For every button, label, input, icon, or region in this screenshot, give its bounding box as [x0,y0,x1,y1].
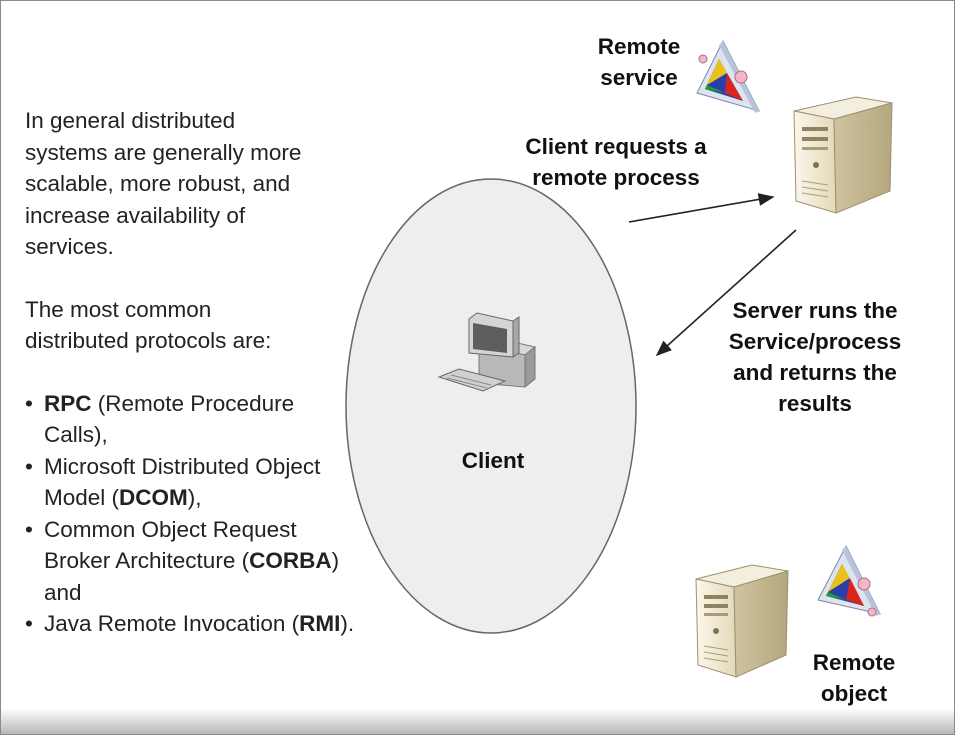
request-arrow [628,193,775,223]
remote-service-label: Remote service [597,34,681,90]
bottom-shadow [1,708,954,734]
response-arrow [655,229,797,357]
remote-service-prism-icon [696,39,760,113]
intro-line: In general distributed [25,108,236,133]
intro-line: scalable, more robust, and [25,171,291,196]
server-icon [695,564,789,678]
server-icon [793,96,893,214]
remote-object-prism-icon [817,544,881,617]
protocol-item-rmi: Java Remote Invocation (RMI). [25,608,355,640]
intro-line: increase availability of [25,202,246,228]
client-computer-icon [437,312,537,392]
client-label: Client [461,448,525,473]
protocol-list: RPC (Remote Procedure Calls), Microsoft … [25,388,355,640]
server-runs-label: Server runs the Service/process and retu… [728,298,902,416]
client-requests-label: Client requests a remote process [525,134,707,190]
protocols-intro-line: The most common [25,296,212,322]
protocols-intro-line: distributed protocols are: [25,328,272,353]
remote-object-label: Remote object [812,650,896,706]
client-ellipse [345,178,637,634]
protocol-item-rpc: RPC (Remote Procedure Calls), [25,388,355,451]
intro-line: systems are generally more [25,139,302,165]
protocol-item-dcom: Microsoft Distributed Object Model (DCOM… [25,451,355,514]
intro-line: services. [25,234,114,259]
left-text-block: In general distributed systems are gener… [25,105,355,640]
protocol-item-corba: Common Object Request Broker Architectur… [25,514,355,609]
